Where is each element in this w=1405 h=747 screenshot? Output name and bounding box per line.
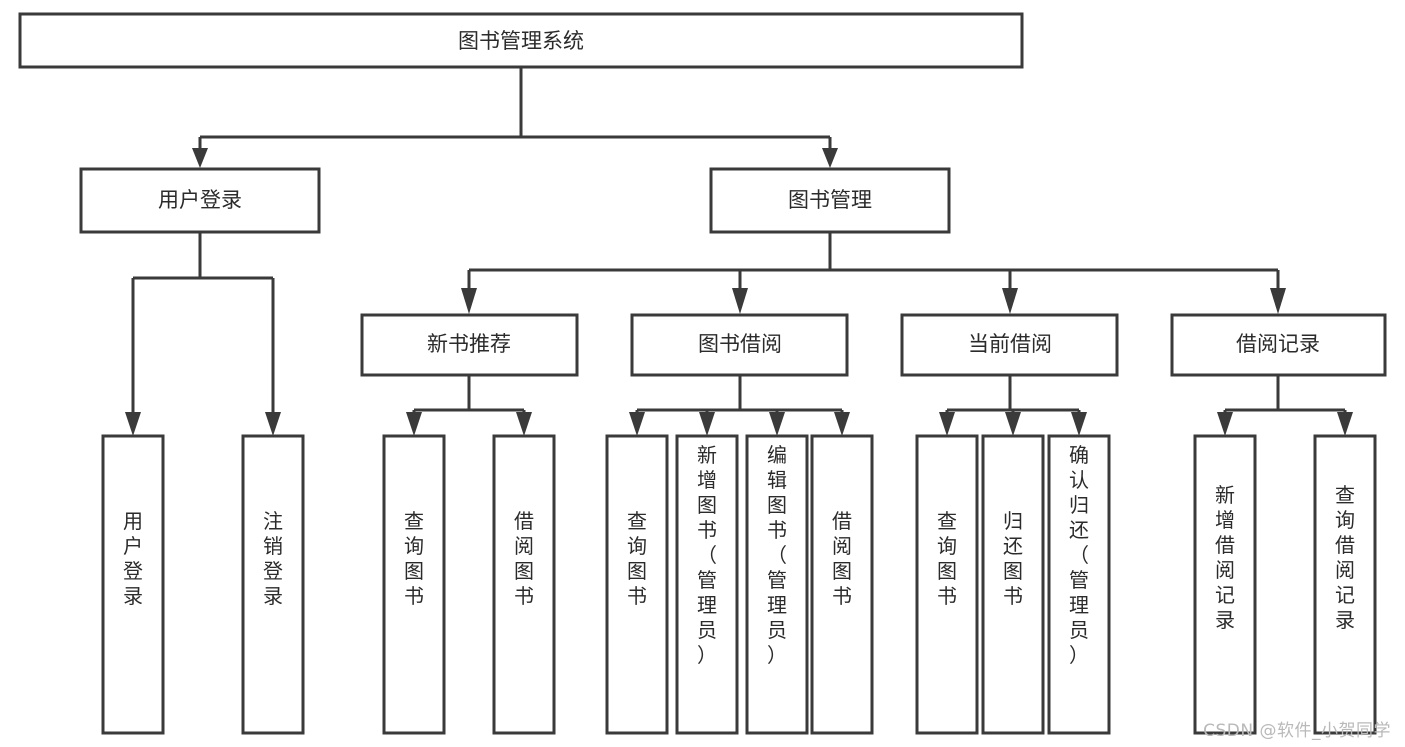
leaf-query-record-label: 查询借阅记录 [1335,483,1355,632]
arrow-to-book-borrow [732,288,748,314]
borrow-record-label: 借阅记录 [1236,332,1320,356]
leaf-query-book-1-box[interactable] [382,434,446,735]
leaf-borrow-book-2-label: 借阅图书 [832,509,852,608]
book-borrow-label: 图书借阅 [698,332,782,356]
node-leaf-borrow-book-1[interactable]: 借阅图书 [492,434,556,735]
leaf-return-book-label: 归还图书 [1003,509,1023,608]
leaf-borrow-book-1-label: 借阅图书 [514,509,534,608]
leaf-return-book-box[interactable] [981,434,1045,735]
leaf-logout-box[interactable] [241,434,305,735]
leaf-query-book-3-box[interactable] [915,434,979,735]
edge-bookmanage-bus [467,232,1280,288]
arrow-to-borrow-record [1270,288,1286,314]
node-leaf-add-record[interactable]: 新增借阅记录 [1193,434,1257,735]
leaf-borrow-book-2-box[interactable] [810,434,874,735]
leaf-query-book-2-label: 查询图书 [627,509,647,608]
arrow-to-new-book-rec [461,288,477,314]
node-leaf-user-login[interactable]: 用户登录 [101,434,165,735]
edge-currentborrow-bus [945,375,1081,418]
book-borrow-box[interactable] [630,313,849,377]
node-book-borrow[interactable]: 图书借阅 [630,313,849,377]
leaf-user-login-label: 用户登录 [123,509,143,608]
user-login-box[interactable] [79,167,321,234]
arrow-to-leaf-confirm-return [1071,412,1087,436]
node-leaf-add-book[interactable]: 新增图书（管理员） [675,434,739,735]
leaf-edit-book-box[interactable] [745,434,809,735]
leaf-user-login-box[interactable] [101,434,165,735]
leaf-add-book-box[interactable] [675,434,739,735]
node-user-login[interactable]: 用户登录 [79,167,321,234]
arrow-to-leaf-borrow-book-2 [834,412,850,436]
leaf-confirm-return-label: 确认归还（管理员） [1069,443,1089,667]
current-borrow-label: 当前借阅 [968,332,1052,356]
leaf-add-book-label: 新增图书（管理员） [697,443,717,667]
node-leaf-query-book-1[interactable]: 查询图书 [382,434,446,735]
node-leaf-query-book-3[interactable]: 查询图书 [915,434,979,735]
node-leaf-borrow-book-2[interactable]: 借阅图书 [810,434,874,735]
node-current-borrow[interactable]: 当前借阅 [900,313,1119,377]
book-manage-box[interactable] [709,167,951,234]
node-leaf-query-record[interactable]: 查询借阅记录 [1313,434,1377,735]
leaf-confirm-return-box[interactable] [1047,434,1111,735]
arrow-root-to-user-login [192,148,208,168]
root-box[interactable] [18,12,1024,69]
borrow-record-box[interactable] [1170,313,1387,377]
arrow-to-leaf-borrow-book-1 [516,412,532,436]
leaf-query-book-3-label: 查询图书 [937,509,957,608]
user-login-label: 用户登录 [158,188,242,212]
edge-bookborrow-bus [635,375,844,418]
node-leaf-return-book[interactable]: 归还图书 [981,434,1045,735]
new-book-rec-label: 新书推荐 [427,332,511,356]
new-book-rec-box[interactable] [360,313,579,377]
arrow-to-leaf-query-book-1 [406,412,422,436]
leaf-query-record-box[interactable] [1313,434,1377,735]
arrow-root-to-book-manage [822,148,838,168]
leaf-logout-label: 注销登录 [263,509,283,608]
node-root[interactable]: 图书管理系统 [18,12,1024,69]
leaf-edit-book-label: 编辑图书（管理员） [767,443,787,667]
book-manage-label: 图书管理 [788,188,872,212]
arrow-to-leaf-query-record [1337,412,1353,436]
node-leaf-edit-book[interactable]: 编辑图书（管理员） [745,434,809,735]
arrow-to-leaf-edit-book [769,412,785,436]
edge-userlogin-bus [131,232,275,416]
node-leaf-logout[interactable]: 注销登录 [241,434,305,735]
edge-root-bus [198,67,832,158]
node-leaf-confirm-return[interactable]: 确认归还（管理员） [1047,434,1111,735]
node-borrow-record[interactable]: 借阅记录 [1170,313,1387,377]
arrow-to-leaf-return-book [1005,412,1021,436]
leaf-add-record-label: 新增借阅记录 [1215,483,1235,632]
arrow-to-leaf-query-book-3 [939,412,955,436]
leaf-borrow-book-1-box[interactable] [492,434,556,735]
leaf-add-record-box[interactable] [1193,434,1257,735]
csdn-watermark: CSDN @软件_小贺同学 [1203,721,1391,741]
edge-layer [125,67,1353,436]
arrow-to-leaf-add-record [1217,412,1233,436]
root-label: 图书管理系统 [458,29,584,53]
edge-borrowrecord-bus [1223,375,1347,418]
node-leaf-query-book-2[interactable]: 查询图书 [605,434,669,735]
node-new-book-rec[interactable]: 新书推荐 [360,313,579,377]
arrow-to-leaf-add-book [699,412,715,436]
arrow-to-leaf-query-book-2 [629,412,645,436]
leaf-query-book-1-label: 查询图书 [404,509,424,608]
node-book-manage[interactable]: 图书管理 [709,167,951,234]
current-borrow-box[interactable] [900,313,1119,377]
arrow-to-current-borrow [1002,288,1018,314]
arrow-to-leaf-logout [265,412,281,436]
arrow-to-leaf-user-login [125,412,141,436]
edge-newbookrec-bus [412,375,526,418]
leaf-query-book-2-box[interactable] [605,434,669,735]
